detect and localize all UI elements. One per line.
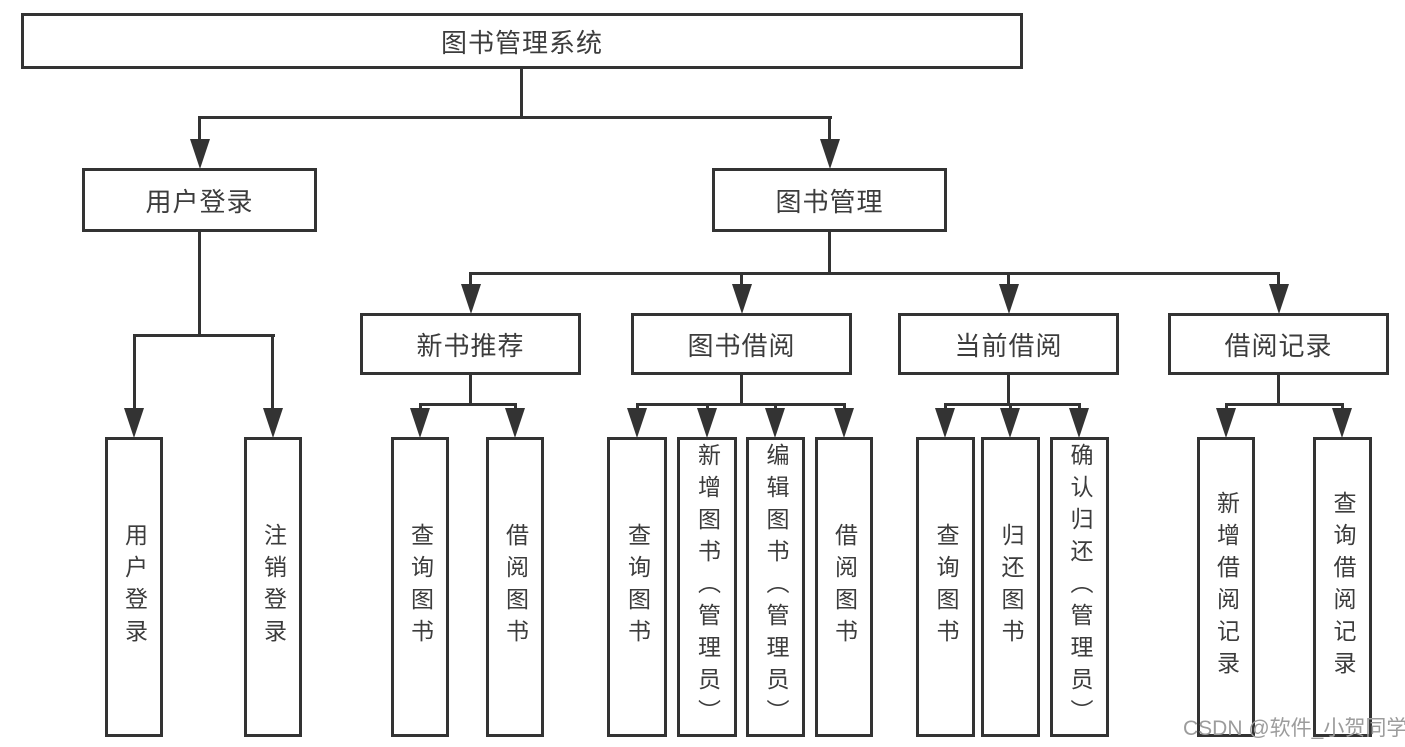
node-book-management: 图书管理 [712, 168, 947, 232]
connector-line [198, 232, 201, 337]
connector-line [1341, 403, 1344, 411]
node-new-book-recommend: 新书推荐 [360, 313, 581, 375]
leaf-borrow-books: 借阅图书 [815, 437, 873, 737]
connector-line [1007, 375, 1010, 405]
leaf-add-borrow-record: 新增借阅记录 [1197, 437, 1255, 737]
csdn-watermark: CSDN @软件_小贺同学 [1183, 717, 1405, 740]
arrowhead-icon [627, 408, 647, 438]
leaf-return-books: 归还图书 [981, 437, 1040, 737]
arrowhead-icon [820, 139, 840, 169]
arrowhead-icon [1269, 284, 1289, 314]
node-label: 图书借阅 [687, 330, 796, 361]
leaf-edit-books-admin: 编辑图书（管理员） [746, 437, 805, 737]
connector-line [944, 403, 1081, 406]
connector-line [198, 116, 201, 142]
leaf-current-query-books: 查询图书 [916, 437, 975, 737]
connector-line [469, 272, 472, 286]
node-label: 借阅图书 [502, 523, 529, 651]
node-label: 新书推荐 [416, 330, 525, 361]
arrowhead-icon [999, 284, 1019, 314]
node-label: 用户登录 [121, 523, 148, 651]
connector-line [419, 403, 422, 411]
leaf-add-books-admin: 新增图书（管理员） [677, 437, 737, 737]
connector-line [636, 403, 845, 406]
connector-line [133, 334, 275, 337]
node-book-borrow: 图书借阅 [631, 313, 852, 375]
node-label: 查询借阅记录 [1330, 491, 1356, 683]
arrowhead-icon [461, 284, 481, 314]
node-root-system: 图书管理系统 [21, 13, 1023, 69]
node-label: 借阅记录 [1224, 330, 1333, 361]
node-label: 查询图书 [624, 523, 651, 651]
leaf-logout: 注销登录 [244, 437, 302, 737]
arrowhead-icon [1332, 408, 1352, 438]
node-label: 查询图书 [407, 523, 434, 651]
arrowhead-icon [190, 139, 210, 169]
arrowhead-icon [505, 408, 525, 438]
arrowhead-icon [935, 408, 955, 438]
connector-line [1225, 403, 1228, 411]
node-label: 注销登录 [260, 523, 287, 651]
connector-line [828, 116, 831, 142]
connector-line [469, 272, 1280, 275]
connector-line [1009, 403, 1012, 411]
arrowhead-icon [732, 284, 752, 314]
connector-line [514, 403, 517, 411]
node-label: 新增借阅记录 [1213, 491, 1240, 683]
arrowhead-icon [697, 408, 717, 438]
connector-line [636, 403, 639, 411]
node-label: 新增图书（管理员） [694, 443, 721, 731]
arrowhead-icon [410, 408, 430, 438]
node-label: 图书管理 [775, 186, 884, 217]
connector-line [774, 403, 777, 411]
node-label: 编辑图书（管理员） [763, 443, 789, 731]
connector-line [520, 69, 523, 119]
connector-line [740, 375, 743, 405]
connector-line [1277, 375, 1280, 405]
arrowhead-icon [1000, 408, 1020, 438]
node-label: 查询图书 [933, 523, 959, 651]
arrowhead-icon [1216, 408, 1236, 438]
connector-line [133, 334, 136, 410]
connector-line [944, 403, 947, 411]
connector-line [828, 232, 831, 274]
leaf-user-login: 用户登录 [105, 437, 163, 737]
node-label: 归还图书 [998, 523, 1024, 651]
arrowhead-icon [124, 408, 144, 438]
leaf-recommend-query-books: 查询图书 [391, 437, 449, 737]
node-current-borrow: 当前借阅 [898, 313, 1119, 375]
connector-line [419, 403, 516, 406]
node-label: 借阅图书 [831, 523, 858, 651]
node-user-login: 用户登录 [82, 168, 317, 232]
connector-line [740, 272, 743, 286]
leaf-borrow-query-books: 查询图书 [607, 437, 667, 737]
leaf-recommend-borrow-books: 借阅图书 [486, 437, 544, 737]
connector-line [469, 375, 472, 405]
connector-line [1277, 272, 1280, 286]
node-label: 图书管理系统 [440, 27, 603, 58]
connector-line [1007, 272, 1010, 286]
node-label: 确认归还（管理员） [1067, 443, 1093, 731]
connector-line [706, 403, 709, 411]
leaf-confirm-return-admin: 确认归还（管理员） [1050, 437, 1109, 737]
connector-line [1225, 403, 1344, 406]
arrowhead-icon [765, 408, 785, 438]
arrowhead-icon [1069, 408, 1089, 438]
connector-line [271, 334, 274, 410]
connector-line [198, 116, 832, 119]
node-label: 当前借阅 [954, 330, 1063, 361]
leaf-query-borrow-record: 查询借阅记录 [1313, 437, 1372, 737]
arrowhead-icon [263, 408, 283, 438]
connector-line [843, 403, 846, 411]
node-borrow-records: 借阅记录 [1168, 313, 1389, 375]
node-label: 用户登录 [145, 186, 254, 217]
arrowhead-icon [834, 408, 854, 438]
connector-line [1078, 403, 1081, 411]
